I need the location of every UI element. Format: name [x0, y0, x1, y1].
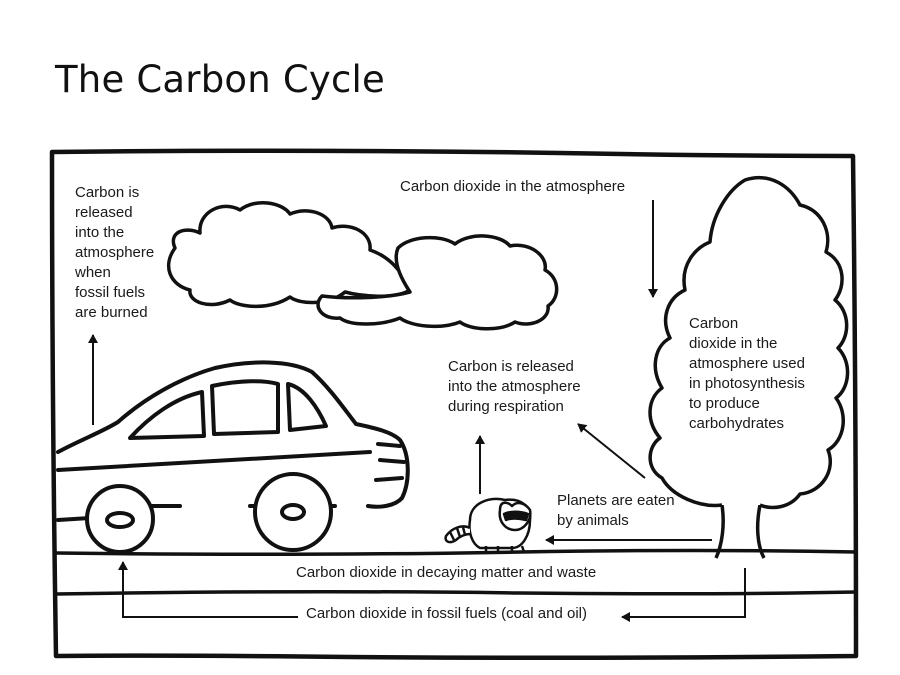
frame-border [49, 148, 859, 661]
label-fossil-fuels: Carbon dioxide in fossil fuels (coal and… [306, 605, 587, 622]
arrow-tree-to-respiration [577, 423, 646, 479]
ground-line-bottom [55, 589, 857, 596]
car-icon [56, 360, 410, 554]
arrow-decay-to-fossil [621, 568, 746, 622]
ground-line-top [55, 548, 857, 557]
label-decaying-matter: Carbon dioxide in decaying matter and wa… [296, 564, 597, 581]
label-fossil-burn: Carbon is released into the atmosphere w… [75, 184, 155, 321]
label-eaten: Planets are eaten by animals [557, 492, 675, 529]
tree-icon [648, 175, 850, 559]
cloud-icon [167, 201, 559, 331]
page-title: The Carbon Cycle [55, 58, 385, 101]
label-respiration: Carbon is released into the atmosphere d… [448, 358, 581, 415]
raccoon-icon [444, 497, 532, 553]
label-photosynthesis: Carbon dioxide in the atmosphere used in… [689, 315, 805, 432]
arrow-fossil-to-car [118, 561, 298, 618]
label-atmosphere: Carbon dioxide in the atmosphere [400, 178, 626, 195]
